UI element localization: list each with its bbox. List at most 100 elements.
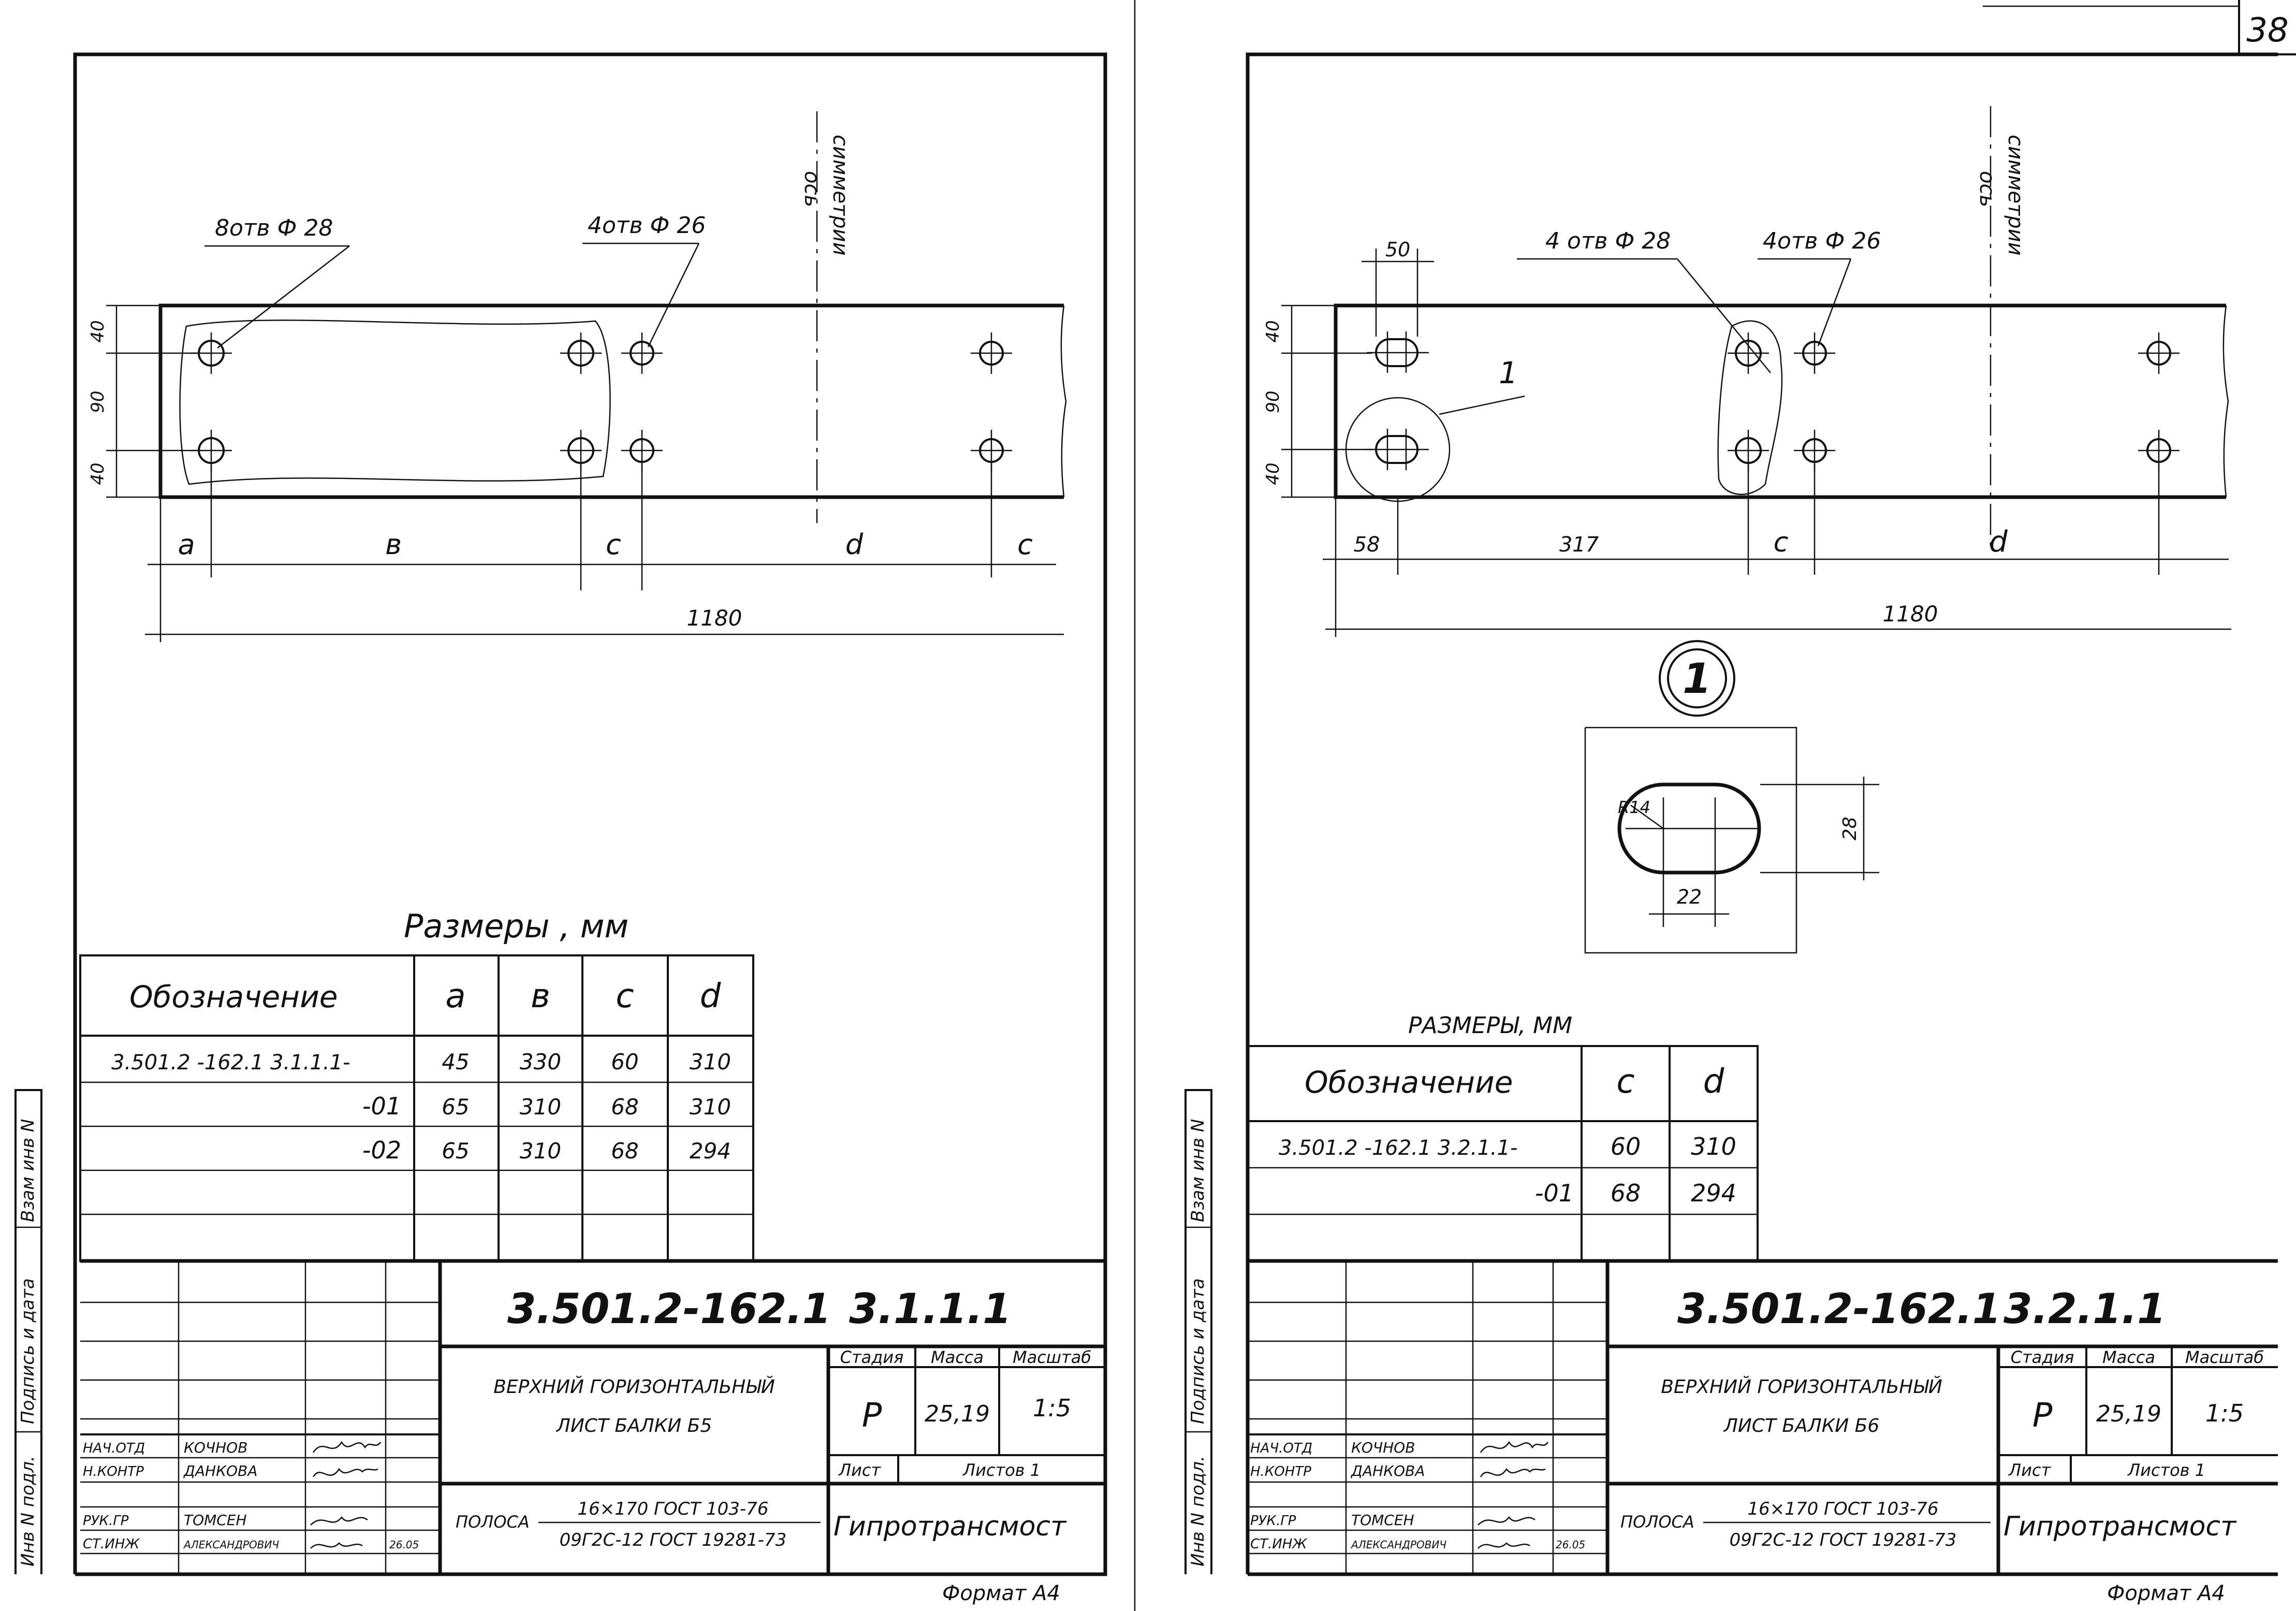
left-plate-break (1060, 305, 1067, 498)
right-stamp-stage-label: Стадия (2011, 1347, 2074, 1367)
left-staff-name: ТОМСЕН (184, 1512, 247, 1529)
table-cell: 68 (611, 1094, 638, 1120)
table-cell: 294 (1691, 1179, 1736, 1207)
page-number: 38 (2246, 11, 2288, 50)
right-axis-label-2: симметрии (2003, 135, 2027, 256)
right-staff-role: Н.КОНТР (1250, 1464, 1311, 1479)
right-stamp-scale-label: Масштаб (2185, 1347, 2264, 1367)
detail-height: 28 (1839, 817, 1861, 840)
table-cell: 330 (520, 1049, 561, 1075)
right-detail-leader-label: 1 (1499, 355, 1518, 390)
hole (1728, 430, 1769, 471)
right-vdim-bottom: 40 (1263, 462, 1283, 485)
left-stamp-scale-label: Масштаб (1013, 1347, 1091, 1367)
right-doc-number: 3.2.1.1 (2003, 1285, 2166, 1333)
left-callout-holes-26: 4отв Ф 26 (588, 212, 706, 239)
right-stamp-mass-label: Масса (2102, 1347, 2155, 1367)
right-stamp-stage: Р (2032, 1397, 2053, 1435)
table-cell: 68 (611, 1138, 638, 1164)
right-vdim-middle: 90 (1263, 390, 1283, 413)
table-cell: 60 (1611, 1133, 1641, 1160)
left-staff-role: НАЧ.ОТД (83, 1441, 145, 1456)
left-stamp-mass-label: Масса (931, 1347, 984, 1367)
right-organization: Гипротрансмост (2003, 1511, 2237, 1542)
detail-radius: R14 (1618, 797, 1650, 817)
table-cell: 60 (611, 1049, 638, 1075)
left-doc-code: 3.501.2-162.1 (507, 1285, 831, 1333)
right-material-bottom: 09Г2С-12 ГОСТ 19281-73 (1730, 1530, 1957, 1550)
left-staff-role: РУК.ГР (83, 1513, 129, 1529)
left-th-b: в (531, 977, 550, 1015)
left-title-line-1: ВЕРХНИЙ ГОРИЗОНТАЛЬНЫЙ (493, 1376, 775, 1398)
right-dim-d: d (1989, 525, 2008, 559)
left-th-a: a (445, 977, 465, 1015)
left-date: 26.05 (389, 1539, 419, 1551)
side-label-inventory: Инв N подл. (1188, 1456, 1208, 1566)
left-holes (191, 332, 1012, 471)
right-dim-58: 58 (1354, 533, 1380, 557)
left-staff-role: СТ.ИНЖ (83, 1536, 140, 1552)
left-material-prefix: ПОЛОСА (456, 1512, 530, 1532)
hole (621, 332, 663, 374)
right-staff-role: СТ.ИНЖ (1250, 1536, 1307, 1552)
table-cell: 310 (520, 1138, 561, 1164)
left-dimensions-table: Обозначение a в c d 3.501.2 -162.1 3.1.1… (79, 954, 754, 1262)
right-staff-name: ДАНКОВА (1350, 1462, 1425, 1479)
right-dim-317: 317 (1559, 533, 1599, 557)
table-cell: 310 (690, 1049, 731, 1075)
right-sheet-frame (1246, 52, 2278, 1574)
table-cell: 294 (690, 1138, 731, 1164)
hole (1794, 332, 1835, 374)
table-cell: 68 (1611, 1179, 1641, 1207)
detail-span: 22 (1677, 886, 1702, 908)
table-cell: 310 (690, 1094, 731, 1120)
left-table-title: Размеры , мм (404, 907, 628, 945)
left-dim-c2: c (1017, 528, 1033, 561)
hole (971, 332, 1012, 374)
signature-mark (310, 1441, 382, 1549)
left-material-top: 16×170 ГОСТ 103-76 (578, 1499, 769, 1519)
right-title-line-1: ВЕРХНИЙ ГОРИЗОНТАЛЬНЫЙ (1661, 1376, 1942, 1398)
detail-marker-label: 1 (1683, 655, 1712, 703)
left-staff-name: АЛЕКСАНДРОВИЧ (183, 1539, 279, 1551)
right-side-strip: Инв N подл. Подпись и дата Взам инв N (1184, 1089, 1212, 1574)
right-table-title: РАЗМЕРЫ, ММ (1408, 1012, 1572, 1039)
detail-marker: 1 (1659, 640, 1735, 717)
table-cell: -01 (362, 1092, 401, 1120)
right-callout-holes-28: 4 отв Ф 28 (1545, 228, 1671, 254)
right-material-prefix: ПОЛОСА (1620, 1512, 1694, 1532)
side-label-replace: Взам инв N (18, 1119, 38, 1222)
right-sheet-label: Лист (2008, 1460, 2051, 1480)
right-holes (1728, 332, 2180, 471)
table-cell: 65 (442, 1094, 469, 1120)
right-stamp-mass: 25,19 (2096, 1401, 2161, 1427)
hole (191, 332, 232, 374)
slot-hole (1367, 331, 1429, 373)
left-format-label: Формат А4 (942, 1581, 1060, 1605)
left-material-bottom: 09Г2С-12 ГОСТ 19281-73 (560, 1530, 787, 1550)
right-th-d: d (1703, 1063, 1724, 1101)
left-side-strip: Инв N подл. Подпись и дата Взам инв N (14, 1089, 42, 1574)
right-hole-group-outline (1717, 320, 1783, 495)
hole (560, 332, 602, 374)
left-staff-name: ДАНКОВА (183, 1462, 257, 1479)
left-plate (158, 303, 1064, 499)
left-stamp-stage: Р (862, 1397, 882, 1435)
right-callout-holes-26: 4отв Ф 26 (1763, 228, 1881, 254)
right-dimensions-table: Обозначение c d 3.501.2 -162.1 3.2.1.1- … (1248, 1045, 1759, 1261)
right-format-label: Формат А4 (2107, 1581, 2225, 1605)
left-vdim-middle: 90 (87, 390, 108, 413)
right-vdim-top: 40 (1263, 320, 1283, 342)
right-staff-name: ТОМСЕН (1351, 1512, 1414, 1529)
right-title-line-2: ЛИСТ БАЛКИ Б6 (1723, 1415, 1880, 1436)
left-stamp-mass: 25,19 (925, 1401, 990, 1427)
left-sheet-frame (73, 52, 1107, 1576)
right-staff-name: КОЧНОВ (1351, 1439, 1415, 1456)
left-title-block: 3.501.2-162.1 3.1.1.1 ВЕРХНИЙ ГОРИЗОНТАЛ… (80, 1259, 1105, 1574)
left-dim-c: c (606, 528, 621, 561)
slot-detail-view: R14 28 22 (1584, 727, 1879, 954)
signature-mark (1478, 1441, 1549, 1549)
left-staff-role: Н.КОНТР (83, 1464, 144, 1479)
right-material-top: 16×170 ГОСТ 103-76 (1748, 1499, 1939, 1519)
left-axis-label-2: симметрии (828, 135, 852, 256)
